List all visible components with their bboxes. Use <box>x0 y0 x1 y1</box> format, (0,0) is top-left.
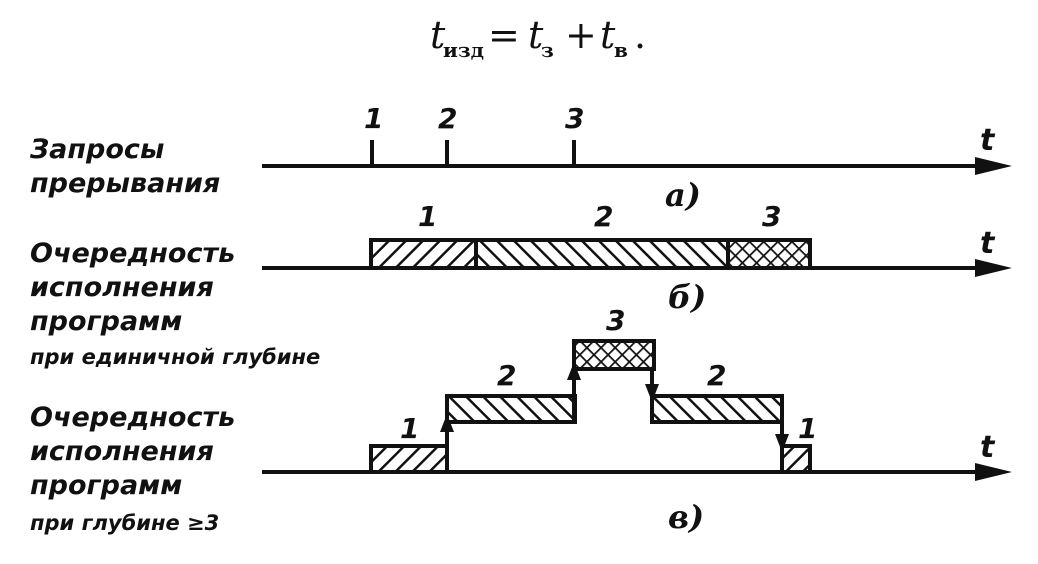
panel-c-segment-2b <box>650 394 784 424</box>
panel-c-segment-1a <box>369 444 449 474</box>
panel-b: Очередность исполнения программ при един… <box>30 200 1012 369</box>
panel-b-label-line-4: при единичной глубине <box>30 345 320 369</box>
panel-b-label-line-2: исполнения <box>30 272 214 303</box>
panel-c-label-line-4: при глубине ≥3 <box>30 511 219 535</box>
panel-c-segment-label-2a: 2 <box>497 359 516 392</box>
formula-dot: . <box>634 13 646 57</box>
panel-c-segment-3 <box>572 339 656 371</box>
panel-c-label-line-3: программ <box>30 470 182 501</box>
panel-c-segment-label-2b: 2 <box>707 359 726 392</box>
panel-b-label-line-3: программ <box>30 306 182 337</box>
panel-b-caption: б) <box>668 278 706 316</box>
formula-sub-v: в <box>614 38 628 62</box>
panel-c-caption: в) <box>668 498 704 536</box>
formula-t3: t <box>600 13 616 57</box>
panel-a-tick-label-3: 3 <box>565 102 584 135</box>
panel-b-segment-1 <box>369 238 478 270</box>
panel-b-segment-label-2: 2 <box>594 200 613 233</box>
panel-a-label-line-2: прерывания <box>30 168 220 199</box>
panel-c-segment-label-1a: 1 <box>400 412 419 445</box>
panel-c-segment-2a <box>445 394 577 424</box>
panel-c-axis-arrow-icon <box>975 463 1012 481</box>
panel-c-arrow-down-icon <box>775 434 789 452</box>
panel-c-arrow-up-icon <box>567 362 581 380</box>
panel-c-segment-label-3: 3 <box>606 304 625 337</box>
panel-b-label-line-1: Очередность <box>30 238 235 269</box>
formula: t изд = t з + t в . <box>430 13 646 62</box>
panel-a-tick-label-1: 1 <box>364 102 383 135</box>
panel-a: Запросы прерывания t 1 2 3 а) <box>29 102 1012 214</box>
formula-sub-z: з <box>541 38 554 62</box>
panel-c-segment-1b <box>780 444 812 474</box>
panel-c-arrow-up-icon <box>440 414 454 432</box>
panel-b-segment-3 <box>726 238 812 270</box>
panel-b-axis-symbol: t <box>980 226 996 261</box>
panel-a-axis-symbol: t <box>980 123 996 158</box>
panel-c: Очередность исполнения программ при глуб… <box>30 304 1012 536</box>
formula-sub-izd: изд <box>443 38 484 62</box>
panel-c-label-line-1: Очередность <box>30 402 235 433</box>
panel-b-segment-label-1: 1 <box>418 200 437 233</box>
panel-a-axis-arrow-icon <box>975 157 1012 175</box>
panel-a-caption: а) <box>665 176 701 214</box>
panel-a-tick-label-2: 2 <box>438 102 457 135</box>
panel-c-arrow-down-icon <box>645 384 659 402</box>
panel-c-axis-symbol: t <box>980 430 996 465</box>
panel-c-label-line-2: исполнения <box>30 436 214 467</box>
formula-t2: t <box>528 13 544 57</box>
panel-b-segment-label-3: 3 <box>762 200 781 233</box>
panel-b-axis-arrow-icon <box>975 259 1012 277</box>
formula-equals: = <box>488 13 520 57</box>
panel-a-label-line-1: Запросы <box>29 134 164 165</box>
formula-t1: t <box>430 13 446 57</box>
panel-c-segment-label-1b: 1 <box>798 412 817 445</box>
formula-plus: + <box>565 13 597 57</box>
panel-b-segment-2 <box>474 238 730 270</box>
